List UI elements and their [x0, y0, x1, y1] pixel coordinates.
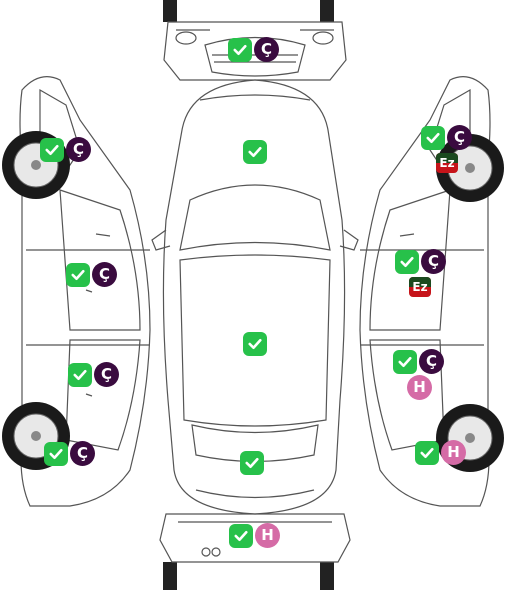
- badge-c: Ç: [94, 362, 119, 387]
- check-icon: [243, 140, 267, 164]
- check-icon: [421, 125, 445, 150]
- badge-h: H: [255, 523, 280, 548]
- marker-left-front-door[interactable]: Ç: [66, 262, 117, 287]
- check-icon: [228, 37, 252, 62]
- marker-rear[interactable]: H: [229, 523, 280, 548]
- marker-front[interactable]: Ç: [228, 37, 279, 62]
- check-icon: [40, 137, 64, 162]
- badge-c: Ç: [66, 137, 91, 162]
- check-icon: [240, 451, 264, 475]
- marker-right-rear-door[interactable]: Ç: [393, 349, 444, 374]
- badge-h: H: [441, 440, 466, 465]
- rear-view: [159, 513, 351, 590]
- marker-left-rear-door[interactable]: Ç: [68, 362, 119, 387]
- badge-ez: Ez: [436, 153, 458, 173]
- check-icon: [243, 332, 267, 356]
- top-view: [151, 79, 359, 515]
- badge-c: Ç: [447, 125, 472, 150]
- marker-hood[interactable]: [243, 140, 267, 164]
- marker-left-front-fender[interactable]: Ç: [40, 137, 91, 162]
- marker-right-rear-fender[interactable]: H: [415, 440, 466, 465]
- marker-right-front-door[interactable]: Ç: [395, 249, 446, 274]
- badge-c: Ç: [92, 262, 117, 287]
- check-icon: [395, 249, 419, 274]
- check-icon: [415, 440, 439, 465]
- check-icon: [66, 262, 90, 287]
- badge-c: Ç: [419, 349, 444, 374]
- marker-trunk[interactable]: [240, 451, 264, 475]
- wheel-right-front: [436, 134, 504, 202]
- marker-left-rear-fender[interactable]: Ç: [44, 441, 95, 466]
- check-icon: [393, 349, 417, 374]
- check-icon: [229, 523, 253, 548]
- wheels: [2, 131, 504, 472]
- marker-roof[interactable]: [243, 332, 267, 356]
- badge-h: H: [407, 375, 432, 400]
- check-icon: [44, 441, 68, 466]
- badge-ez: Ez: [409, 277, 431, 297]
- front-view: [163, 0, 347, 81]
- marker-right-front-fender[interactable]: Ç: [421, 125, 472, 150]
- badge-c: Ç: [254, 37, 279, 62]
- badge-c: Ç: [421, 249, 446, 274]
- check-icon: [68, 362, 92, 387]
- badge-c: Ç: [70, 441, 95, 466]
